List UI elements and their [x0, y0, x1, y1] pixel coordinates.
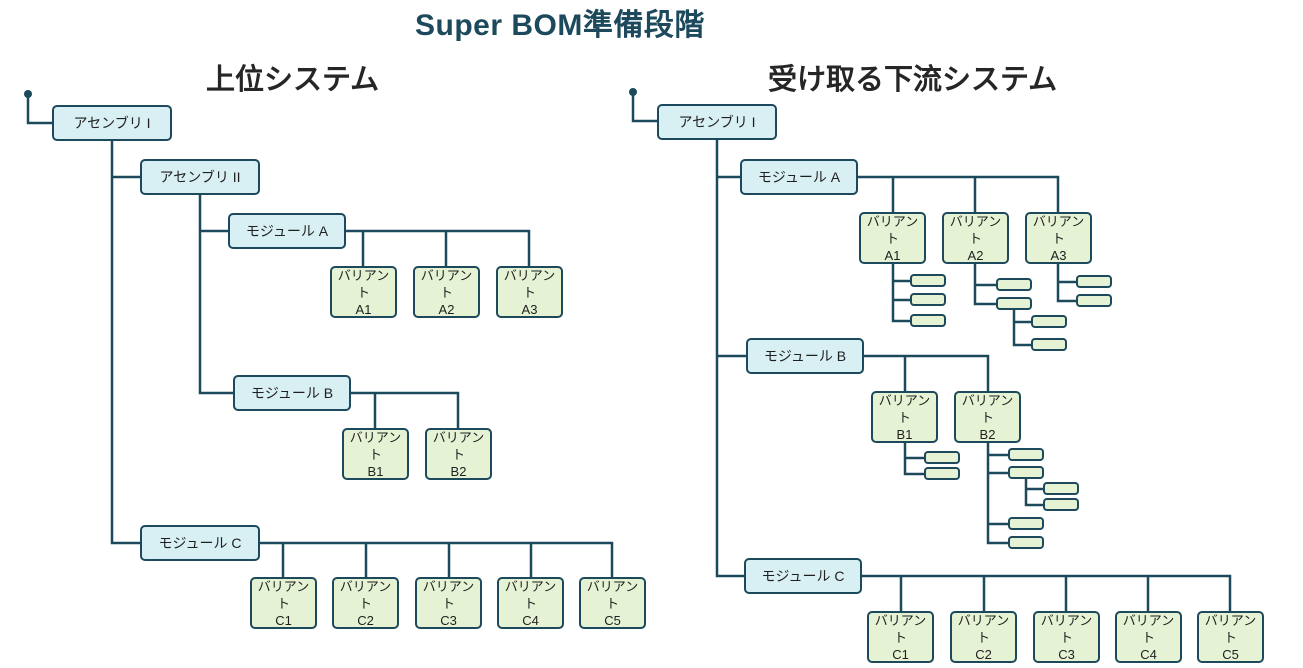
part-leaf[interactable]: [1043, 498, 1079, 511]
left-heading: 上位システム: [206, 64, 380, 96]
connector-line: [715, 140, 744, 578]
part-leaf[interactable]: [1008, 517, 1044, 530]
part-leaf[interactable]: [910, 314, 946, 327]
connector-line: [864, 354, 990, 391]
part-leaf[interactable]: [924, 451, 960, 464]
part-leaf[interactable]: [924, 467, 960, 480]
connector-line: [986, 443, 1008, 545]
part-leaf[interactable]: [996, 297, 1032, 310]
connector-line: [858, 175, 1060, 212]
part-leaf[interactable]: [1076, 275, 1112, 288]
page-title: Super BOM準備段階: [415, 9, 705, 42]
connector-line: [1012, 310, 1031, 347]
part-leaf[interactable]: [1076, 294, 1112, 307]
connector-line: [346, 229, 531, 266]
connector-line: [26, 94, 52, 125]
right-module-c[interactable]: モジュール C: [744, 558, 862, 594]
connector-line: [631, 92, 657, 123]
right-heading: 受け取る下流システム: [768, 64, 1058, 96]
connector-line: [351, 391, 460, 428]
connector-line: [1056, 264, 1076, 303]
part-leaf[interactable]: [996, 278, 1032, 291]
part-leaf[interactable]: [1031, 315, 1067, 328]
connector-line: [862, 574, 1232, 611]
connector-line: [198, 195, 233, 395]
part-leaf[interactable]: [1008, 536, 1044, 549]
right-assembly-1[interactable]: アセンブリ I: [657, 104, 777, 140]
left-module-c[interactable]: モジュール C: [140, 525, 260, 561]
right-module-b[interactable]: モジュール B: [746, 338, 864, 374]
connector-line: [903, 443, 924, 476]
left-assembly-1[interactable]: アセンブリ I: [52, 105, 172, 141]
left-module-a[interactable]: モジュール A: [228, 213, 346, 249]
part-leaf[interactable]: [1008, 466, 1044, 479]
connector-line: [260, 541, 614, 577]
left-assembly-2[interactable]: アセンブリ II: [140, 159, 260, 195]
connector-line: [891, 264, 910, 323]
right-module-a[interactable]: モジュール A: [740, 159, 858, 195]
part-leaf[interactable]: [1031, 338, 1067, 351]
part-leaf[interactable]: [1043, 482, 1079, 495]
connector-line: [1024, 479, 1043, 507]
connector-line: [110, 141, 140, 545]
left-module-b[interactable]: モジュール B: [233, 375, 351, 411]
part-leaf[interactable]: [910, 293, 946, 306]
part-leaf[interactable]: [1008, 448, 1044, 461]
part-leaf[interactable]: [910, 274, 946, 287]
connector-line: [973, 264, 996, 306]
